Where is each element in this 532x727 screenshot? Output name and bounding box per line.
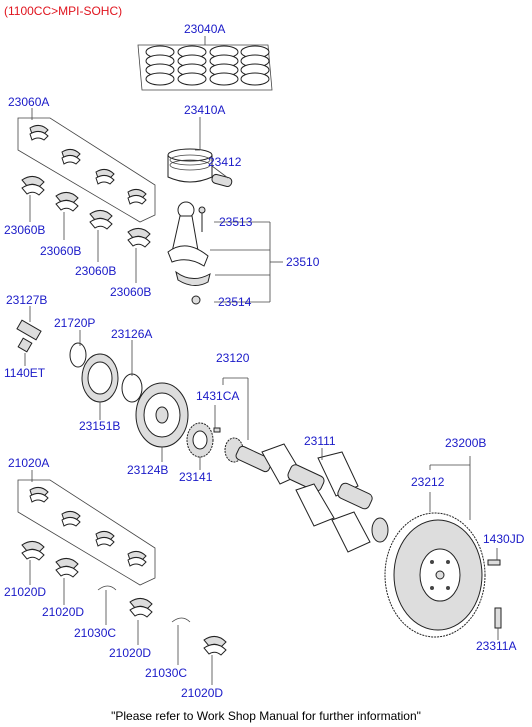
part-label-21030C[interactable]: 21030C [145,666,188,680]
piston-rings-group [137,36,273,91]
part-label-21020D[interactable]: 21020D [181,686,224,700]
piston-assembly [167,117,233,188]
part-label-23040A[interactable]: 23040A [184,22,226,36]
part-label-23212[interactable]: 23212 [411,475,445,489]
part-label-23111[interactable]: 23111 [304,434,336,448]
part-label-23151B[interactable]: 23151B [79,419,121,433]
piston-ring-stack [240,45,270,86]
part-label-21720P[interactable]: 21720P [54,316,96,330]
crank-bolt [16,319,42,341]
part-label-23124B[interactable]: 23124B [127,463,169,477]
part-label-23513[interactable]: 23513 [219,215,253,229]
footer-note: "Please refer to Work Shop Manual for fu… [111,709,421,723]
part-label-23127B[interactable]: 23127B [6,293,48,307]
part-label-23060B[interactable]: 23060B [4,223,46,237]
part-label-1140ET[interactable]: 1140ET [4,366,46,380]
part-label-23060B[interactable]: 23060B [40,244,82,258]
part-label-23120[interactable]: 23120 [216,351,250,365]
part-label-21020D[interactable]: 21020D [109,646,152,660]
connecting-rod-assembly [167,201,283,305]
part-label-23200B[interactable]: 23200B [445,436,487,450]
piston-pin [211,173,233,188]
flywheel-group [384,456,502,640]
flywheel-dowel [487,559,501,566]
thrust-washer [97,585,117,591]
pulley-washer [69,342,87,368]
part-label-21030C[interactable]: 21030C [74,626,117,640]
part-label-21020D[interactable]: 21020D [4,585,47,599]
part-label-23514[interactable]: 23514 [218,295,252,309]
timing-sprocket-group [186,377,249,470]
part-label-23060B[interactable]: 23060B [110,285,152,299]
crankshaft [235,443,389,553]
part-label-21020D[interactable]: 21020D [42,605,85,619]
flywheel-bolt [494,607,502,629]
part-label-23126A[interactable]: 23126A [111,327,153,341]
woodruff-key [17,337,33,353]
bearing-shells-b [21,176,151,283]
thrust-washer [171,617,191,623]
rod-cap [175,270,211,286]
engine-spec-title: (1100CC>MPI-SOHC) [4,4,123,18]
piston-ring-stack [145,45,175,86]
part-label-23060A[interactable]: 23060A [8,95,50,109]
piston-ring-stack [177,45,207,86]
pulley-flange [121,373,143,403]
part-label-1431CA[interactable]: 1431CA [196,389,240,403]
part-label-23412[interactable]: 23412 [208,155,242,169]
part-label-21020A[interactable]: 21020A [8,456,50,470]
part-label-23141[interactable]: 23141 [179,470,213,484]
part-label-23510[interactable]: 23510 [286,255,320,269]
part-label-23060B[interactable]: 23060B [75,264,117,278]
rod-nut [191,295,201,305]
rings-tray-outline [137,44,273,91]
main-bearing-set [17,470,156,586]
part-label-23311A[interactable]: 23311A [476,639,517,653]
crank-pulley-group [16,306,189,462]
part-label-23410A[interactable]: 23410A [184,103,226,117]
main-bearing-tray-outline [17,479,156,586]
main-bearing-shells-d [21,541,227,685]
part-label-1430JD[interactable]: 1430JD [483,532,525,546]
conrod-bearing-set [17,108,156,223]
sprocket-key [213,427,221,433]
bearing-tray-outline [17,117,156,223]
piston-ring-stack [209,45,239,86]
